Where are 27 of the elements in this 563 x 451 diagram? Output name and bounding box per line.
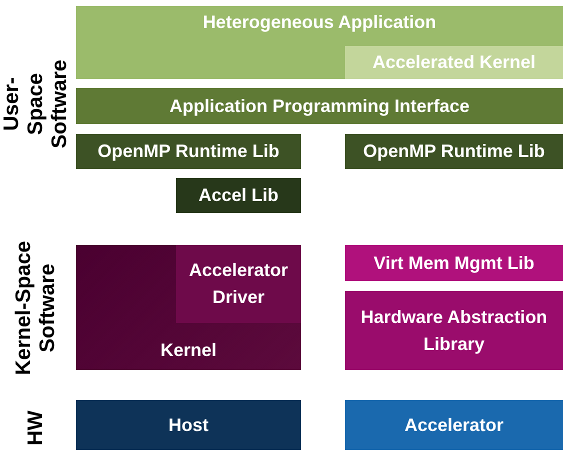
nested-layer-box xyxy=(176,245,301,323)
layer-label: Hardware Abstraction Library xyxy=(360,306,548,356)
layer-box xyxy=(76,400,301,450)
layer-box xyxy=(176,178,301,213)
layer-label: Accelerated Kernel xyxy=(372,51,536,74)
layer-label: Accelerator xyxy=(404,414,504,436)
section-label: Kernel-Space Software xyxy=(12,240,60,378)
layer-label: OpenMP Runtime Lib xyxy=(98,140,280,163)
layer-box xyxy=(345,245,563,281)
layer-box xyxy=(345,291,563,370)
layer-box xyxy=(76,134,301,169)
section-label: HW xyxy=(24,410,48,448)
layer-box xyxy=(345,134,563,169)
layer-label: Host xyxy=(168,414,208,436)
nested-layer-box xyxy=(345,46,563,79)
layer-label: Heterogeneous Application xyxy=(202,11,436,34)
layer-label: Kernel xyxy=(160,339,217,362)
layer-label: OpenMP Runtime Lib xyxy=(363,140,545,163)
layer-box xyxy=(76,88,563,124)
layer-box xyxy=(76,245,301,370)
section-label: User-Space Software xyxy=(0,58,72,150)
layer-label: Virt Mem Mgmt Lib xyxy=(374,252,534,275)
layer-box xyxy=(76,6,563,79)
layer-label: Application Programming Interface xyxy=(169,94,470,118)
layer-box xyxy=(345,400,563,450)
layer-label: Accel Lib xyxy=(198,184,279,207)
layer-label: Accelerator Driver xyxy=(188,259,290,309)
